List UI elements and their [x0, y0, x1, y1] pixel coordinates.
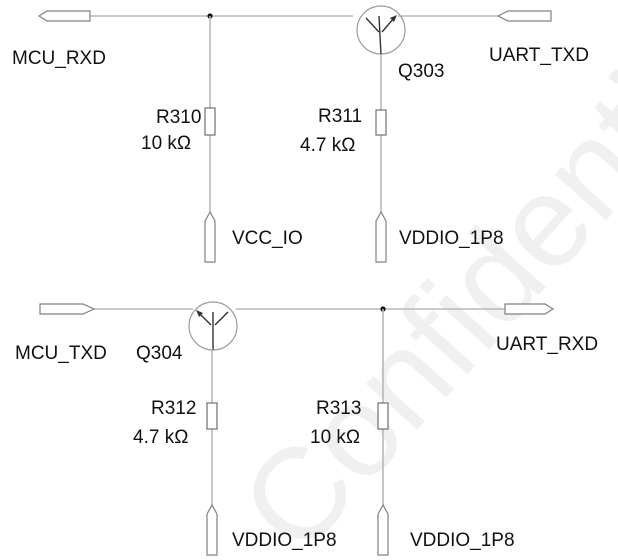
q303-transistor-icon — [356, 5, 406, 56]
mcu-rxd-label: MCU_RXD — [12, 48, 106, 69]
q304-label: Q304 — [136, 343, 183, 364]
mcu-txd-port-icon — [39, 303, 96, 315]
q304-transistor-icon — [188, 301, 238, 351]
r313-ref: R313 — [316, 398, 361, 419]
r310-value: 10 kΩ — [141, 133, 191, 154]
vddio-1p8-supply-icon-bottom-right — [377, 503, 389, 556]
vddio-1p8-label-top: VDDIO_1P8 — [399, 228, 504, 249]
r313-value: 10 kΩ — [310, 427, 360, 448]
bottom-circuit: MCU_TXD UART_RXD Q304 R312 4.7 kΩ VDDIO_… — [15, 301, 598, 556]
r312-ref: R312 — [151, 398, 196, 419]
vddio-1p8-supply-icon-bottom-left — [206, 503, 218, 556]
r310-ref: R310 — [156, 107, 201, 128]
confidential-watermark: Confidential — [212, 0, 618, 560]
vcc-io-label: VCC_IO — [232, 228, 303, 249]
top-circuit: MCU_RXD UART_TXD Q303 R310 10 kΩ VCC_IO … — [12, 5, 589, 263]
r312-value: 4.7 kΩ — [133, 427, 188, 448]
r311-ref: R311 — [318, 106, 362, 127]
watermark: Confidential — [212, 0, 618, 560]
vddio-1p8-label-bottom-right: VDDIO_1P8 — [410, 530, 515, 551]
mcu-txd-label: MCU_TXD — [15, 343, 107, 364]
q303-label: Q303 — [398, 61, 444, 82]
vddio-1p8-label-bottom-left: VDDIO_1P8 — [232, 530, 337, 551]
uart-rxd-label: UART_RXD — [496, 334, 598, 355]
vcc-io-supply-icon — [204, 210, 216, 263]
mcu-rxd-port-icon — [37, 10, 91, 22]
r313-resistor-icon — [377, 402, 389, 430]
top-junction-dot — [207, 13, 213, 19]
uart-rxd-port-icon — [504, 303, 555, 315]
r311-resistor-icon — [375, 109, 387, 136]
r312-resistor-icon — [206, 402, 218, 430]
r311-value: 4.7 kΩ — [300, 135, 355, 156]
vddio-1p8-supply-icon-top — [375, 210, 387, 263]
r310-resistor-icon — [204, 107, 216, 136]
uart-txd-port-icon — [496, 10, 552, 22]
uart-txd-label: UART_TXD — [489, 45, 589, 66]
